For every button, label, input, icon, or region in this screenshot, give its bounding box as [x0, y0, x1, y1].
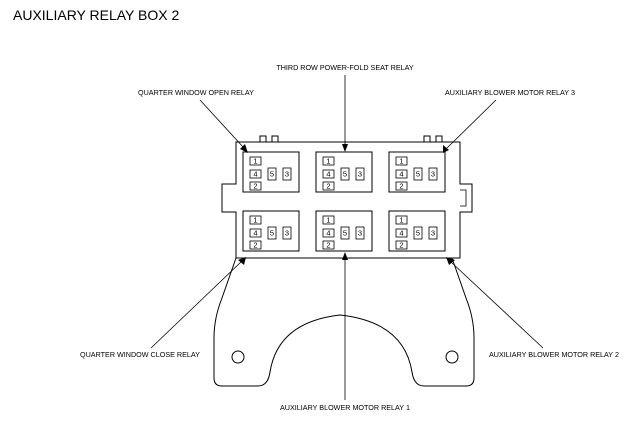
slot-auxiliary-blower-motor-3: 1 4 5 3 2	[388, 151, 446, 193]
svg-text:2: 2	[399, 241, 403, 250]
mounting-bracket	[213, 257, 475, 387]
label-auxiliary-blower-motor-relay-1: AUXILIARY BLOWER MOTOR RELAY 1	[280, 403, 410, 412]
svg-text:1: 1	[326, 216, 330, 225]
svg-text:4: 4	[253, 170, 257, 179]
svg-text:5: 5	[416, 229, 420, 238]
leader-third-row	[342, 75, 348, 152]
svg-text:3: 3	[285, 170, 289, 179]
relay-slots: 1 4 5 3 2 1 4 5 3 2 1 4	[242, 151, 446, 252]
page-title: AUXILIARY RELAY BOX 2	[13, 7, 179, 23]
svg-text:3: 3	[358, 170, 362, 179]
svg-text:5: 5	[270, 170, 274, 179]
relay-box-housing	[221, 135, 473, 259]
svg-text:4: 4	[399, 170, 403, 179]
svg-text:2: 2	[326, 182, 330, 191]
leader-quarter-open	[199, 99, 248, 153]
right-mount-hole	[445, 350, 459, 364]
svg-text:4: 4	[326, 229, 330, 238]
leader-quarter-close	[150, 257, 246, 349]
leader-blower-3	[443, 99, 497, 153]
svg-text:5: 5	[270, 229, 274, 238]
leader-blower-1	[342, 252, 348, 400]
svg-text:3: 3	[285, 229, 289, 238]
label-quarter-window-open-relay: QUARTER WINDOW OPEN RELAY	[138, 88, 254, 97]
svg-text:1: 1	[253, 157, 257, 166]
svg-text:2: 2	[326, 241, 330, 250]
svg-text:1: 1	[253, 216, 257, 225]
slot-quarter-window-open: 1 4 5 3 2	[242, 151, 300, 193]
label-third-row-power-fold-seat-relay: THIRD ROW POWER-FOLD SEAT RELAY	[276, 63, 414, 72]
svg-text:3: 3	[358, 229, 362, 238]
svg-text:5: 5	[343, 170, 347, 179]
svg-text:2: 2	[253, 182, 257, 191]
label-auxiliary-blower-motor-relay-2: AUXILIARY BLOWER MOTOR RELAY 2	[489, 350, 619, 359]
svg-text:3: 3	[431, 170, 435, 179]
svg-text:2: 2	[399, 182, 403, 191]
svg-text:4: 4	[253, 229, 257, 238]
svg-text:4: 4	[399, 229, 403, 238]
svg-text:1: 1	[326, 157, 330, 166]
slot-auxiliary-blower-motor-2: 1 4 5 3 2	[388, 210, 446, 252]
svg-text:3: 3	[431, 229, 435, 238]
svg-text:1: 1	[399, 216, 403, 225]
svg-text:5: 5	[343, 229, 347, 238]
slot-auxiliary-blower-motor-1: 1 4 5 3 2	[315, 210, 373, 252]
svg-text:2: 2	[253, 241, 257, 250]
slot-third-row-power-fold-seat: 1 4 5 3 2	[315, 151, 373, 193]
leader-blower-2	[446, 257, 544, 349]
svg-text:4: 4	[326, 170, 330, 179]
slot-quarter-window-close: 1 4 5 3 2	[242, 210, 300, 252]
label-quarter-window-close-relay: QUARTER WINDOW CLOSE RELAY	[80, 350, 200, 359]
left-mount-hole	[231, 350, 245, 364]
svg-text:1: 1	[399, 157, 403, 166]
label-auxiliary-blower-motor-relay-3: AUXILIARY BLOWER MOTOR RELAY 3	[445, 88, 575, 97]
svg-text:5: 5	[416, 170, 420, 179]
